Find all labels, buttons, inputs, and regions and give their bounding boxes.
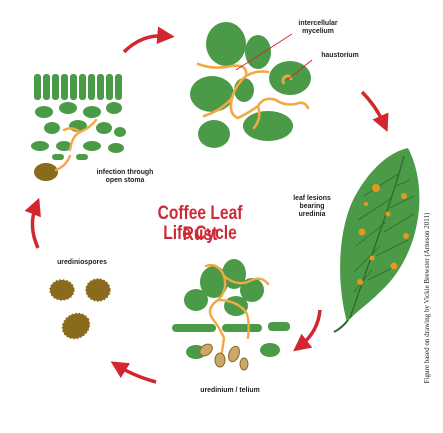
urediniospore bbox=[49, 279, 75, 301]
infection-illustration bbox=[31, 74, 126, 181]
leaf-cell bbox=[206, 22, 246, 66]
arrow-left bbox=[24, 197, 41, 249]
pointer-haustorium bbox=[286, 59, 313, 81]
coffee-leaf bbox=[340, 148, 420, 322]
guard-cell bbox=[222, 324, 262, 332]
leaf-cell bbox=[224, 296, 248, 316]
hyphae bbox=[196, 62, 310, 130]
stoma-guard-cell bbox=[76, 154, 88, 160]
urediniospore bbox=[85, 278, 111, 302]
arrow-right-bottom bbox=[293, 309, 322, 352]
diagram-title-line2: Life Cycle bbox=[163, 223, 237, 244]
arrow-top bbox=[122, 26, 175, 54]
leaf-cell bbox=[245, 35, 271, 69]
coffee-leaf-illustration bbox=[333, 148, 420, 333]
leaf-cell bbox=[240, 278, 264, 302]
pointer-intercellular bbox=[235, 33, 293, 71]
sori-spores bbox=[199, 343, 249, 371]
leaf-midrib bbox=[349, 155, 405, 319]
leaf-stem bbox=[333, 319, 349, 333]
stoma-guard-cell bbox=[52, 154, 64, 160]
uredinium-illustration bbox=[172, 259, 290, 371]
label-infection-stoma: infection through open stoma bbox=[96, 167, 154, 184]
germinating-spore bbox=[34, 163, 58, 181]
arrow-bottom bbox=[110, 361, 157, 384]
rust-lesions bbox=[357, 184, 409, 285]
label-intercellular-mycelium: intercellular mycelium bbox=[298, 18, 338, 35]
diagram-title-line1: Coffee Leaf Rust bbox=[157, 203, 243, 245]
label-haustorium: haustorium bbox=[321, 50, 359, 59]
label-uredinium-telium: uredinium / telium bbox=[200, 385, 260, 394]
leaf-cell bbox=[260, 343, 280, 357]
leaf-cell bbox=[190, 76, 234, 112]
figure-credit: Figure based on drawing by Vickie Brewst… bbox=[423, 212, 431, 384]
leaf-cell bbox=[222, 259, 246, 289]
leaf-cell bbox=[243, 111, 293, 141]
cycle-arrows bbox=[24, 26, 389, 384]
leaf-cell bbox=[198, 120, 230, 148]
hyphae bbox=[204, 263, 270, 354]
mycelium-illustration bbox=[190, 22, 313, 148]
leaf-veins bbox=[353, 173, 415, 293]
leaf-cell bbox=[200, 266, 228, 298]
guard-cell bbox=[172, 324, 216, 332]
spongy-cells bbox=[31, 102, 126, 153]
urediniospores-illustration bbox=[49, 278, 111, 340]
arrow-right-top bbox=[360, 90, 389, 132]
infection-hypha bbox=[62, 118, 98, 152]
label-urediniospores: urediniospores bbox=[57, 257, 107, 266]
palisade-cells bbox=[34, 74, 122, 100]
leaf-cell bbox=[234, 78, 254, 102]
urediniospore bbox=[61, 312, 91, 340]
guard-cell bbox=[268, 322, 290, 331]
leaf-cell bbox=[184, 289, 208, 311]
label-leaf-lesions: leaf lesions bearing uredinia bbox=[293, 193, 331, 218]
germ-tube bbox=[54, 154, 72, 172]
